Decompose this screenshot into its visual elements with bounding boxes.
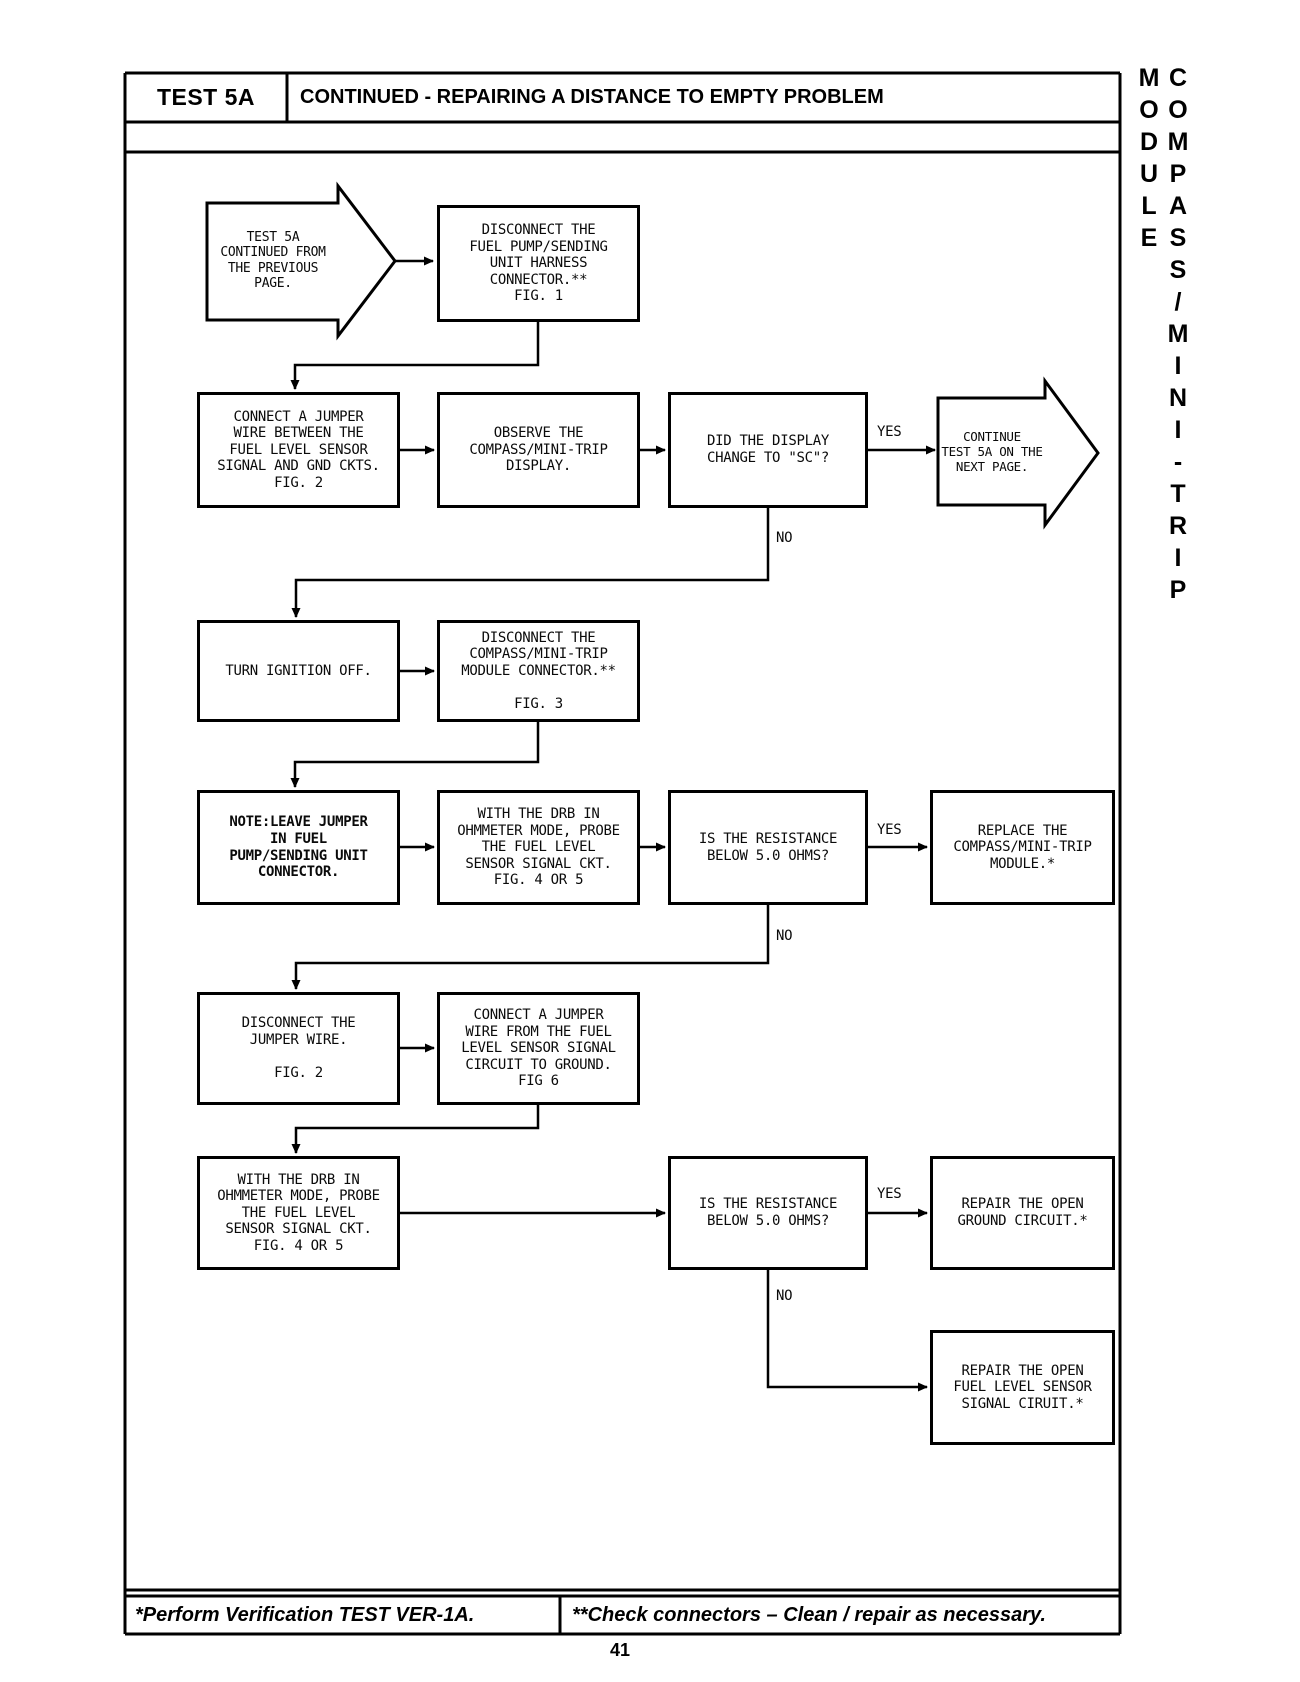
- yes-label-3: YES: [877, 1186, 902, 1202]
- step-connect-jumper-to-ground: CONNECT A JUMPER WIRE FROM THE FUEL LEVE…: [437, 992, 640, 1105]
- sidebar-module-label: COMPASS/MINI-TRIP MODULE: [1135, 64, 1192, 608]
- continue-arrow-text: CONTINUE TEST 5A ON THE NEXT PAGE.: [941, 429, 1043, 474]
- page-title: CONTINUED - REPAIRING A DISTANCE TO EMPT…: [300, 86, 884, 108]
- no-label-2: NO: [776, 928, 793, 944]
- footnote-verification: *Perform Verification TEST VER-1A.: [135, 1603, 475, 1626]
- footnote-check-connectors: **Check connectors – Clean / repair as n…: [572, 1603, 1046, 1626]
- no-label-3: NO: [776, 1288, 793, 1304]
- test-id-label: TEST 5A: [156, 84, 256, 110]
- step-drb-ohmmeter-probe-2: WITH THE DRB IN OHMMETER MODE, PROBE THE…: [197, 1156, 400, 1270]
- decision-resistance-below-5-ohms-1: IS THE RESISTANCE BELOW 5.0 OHMS?: [668, 790, 868, 905]
- step-turn-ignition-off: TURN IGNITION OFF.: [197, 620, 400, 722]
- decision-resistance-below-5-ohms-2: IS THE RESISTANCE BELOW 5.0 OHMS?: [668, 1156, 868, 1270]
- yes-label-2: YES: [877, 822, 902, 838]
- start-arrow-shape: [205, 181, 397, 341]
- yes-label-1: YES: [877, 424, 902, 440]
- step-observe-display: OBSERVE THE COMPASS/MINI-TRIP DISPLAY.: [437, 392, 640, 508]
- step-disconnect-jumper-wire: DISCONNECT THE JUMPER WIRE. FIG. 2: [197, 992, 400, 1105]
- continue-arrow-shape: [936, 376, 1100, 530]
- step-drb-ohmmeter-probe-1: WITH THE DRB IN OHMMETER MODE, PROBE THE…: [437, 790, 640, 905]
- decision-display-change-sc: DID THE DISPLAY CHANGE TO "SC"?: [668, 392, 868, 508]
- action-replace-module: REPLACE THE COMPASS/MINI-TRIP MODULE.*: [930, 790, 1115, 905]
- action-repair-open-ground-circuit: REPAIR THE OPEN GROUND CIRCUIT.*: [930, 1156, 1115, 1270]
- page-number: 41: [609, 1640, 631, 1660]
- step-connect-jumper-wire: CONNECT A JUMPER WIRE BETWEEN THE FUEL L…: [197, 392, 400, 508]
- step-disconnect-module-connector: DISCONNECT THE COMPASS/MINI-TRIP MODULE …: [437, 620, 640, 722]
- start-arrow-text: TEST 5A CONTINUED FROM THE PREVIOUS PAGE…: [220, 229, 326, 291]
- step-disconnect-fuel-pump-connector: DISCONNECT THE FUEL PUMP/SENDING UNIT HA…: [437, 205, 640, 322]
- no-label-1: NO: [776, 530, 793, 546]
- note-leave-jumper: NOTE:LEAVE JUMPER IN FUEL PUMP/SENDING U…: [197, 790, 400, 905]
- action-repair-open-signal-circuit: REPAIR THE OPEN FUEL LEVEL SENSOR SIGNAL…: [930, 1330, 1115, 1445]
